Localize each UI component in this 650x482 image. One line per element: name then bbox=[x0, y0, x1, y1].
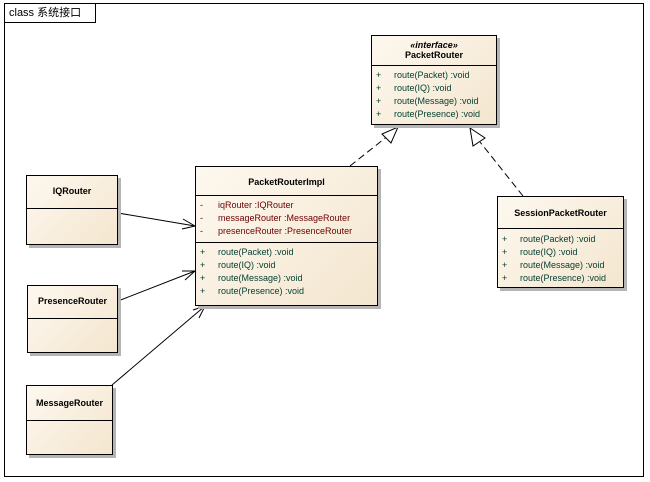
operation-row: +route(IQ) :void bbox=[376, 83, 452, 93]
operation-row: +route(Presence) :void bbox=[376, 109, 481, 119]
class-packet-router[interactable]: «interface» PacketRouter +route(Packet) … bbox=[371, 35, 497, 125]
operation-row: +route(Presence) :void bbox=[502, 273, 607, 283]
attribute-row: -iqRouter :IQRouter bbox=[200, 200, 294, 210]
realization-impl-to-packetrouter[interactable] bbox=[349, 134, 390, 167]
operation-row: +route(Packet) :void bbox=[376, 70, 470, 80]
class-name: PacketRouter bbox=[404, 50, 464, 60]
realization-arrowhead-right bbox=[469, 126, 486, 147]
association-iqrouter-to-impl[interactable] bbox=[117, 212, 196, 227]
association-arrowhead-message bbox=[192, 305, 206, 319]
attribute-row: -presenceRouter :PresenceRouter bbox=[200, 226, 353, 236]
association-messagerouter-to-impl[interactable] bbox=[111, 305, 206, 386]
class-name: IQRouter bbox=[52, 186, 92, 196]
frame-title: class 系统接口 bbox=[5, 4, 97, 23]
association-presencerouter-to-impl[interactable] bbox=[117, 270, 196, 302]
operation-row: +route(Message) :void bbox=[376, 96, 479, 106]
operations-list: +route(Packet) :void +route(IQ) :void +r… bbox=[498, 229, 623, 285]
class-name: SessionPacketRouter bbox=[514, 208, 607, 218]
operation-row: +route(Packet) :void bbox=[200, 247, 294, 257]
operation-row: +route(Presence) :void bbox=[200, 286, 305, 296]
class-message-router[interactable]: MessageRouter bbox=[26, 385, 113, 455]
class-session-packet-router[interactable]: SessionPacketRouter +route(Packet) :void… bbox=[497, 196, 624, 288]
stereotype-label: «interface» bbox=[410, 40, 458, 50]
class-name: MessageRouter bbox=[35, 398, 104, 408]
operation-row: +route(IQ) :void bbox=[502, 247, 578, 257]
attribute-row: -messageRouter :MessageRouter bbox=[200, 213, 351, 223]
realization-arrowhead-left bbox=[381, 126, 399, 144]
class-name: PacketRouterImpl bbox=[248, 177, 325, 187]
realization-session-to-packetrouter[interactable] bbox=[479, 141, 524, 197]
class-iq-router[interactable]: IQRouter bbox=[26, 175, 118, 245]
operation-row: +route(Message) :void bbox=[200, 273, 303, 283]
operations-list: +route(Packet) :void +route(IQ) :void +r… bbox=[372, 66, 496, 121]
operation-row: +route(IQ) :void bbox=[200, 260, 276, 270]
class-packet-router-impl[interactable]: PacketRouterImpl -iqRouter :IQRouter -me… bbox=[195, 166, 378, 306]
attributes-list: -iqRouter :IQRouter -messageRouter :Mess… bbox=[196, 196, 377, 238]
operation-row: +route(Message) :void bbox=[502, 260, 605, 270]
operation-row: +route(Packet) :void bbox=[502, 234, 596, 244]
operations-list: +route(Packet) :void +route(IQ) :void +r… bbox=[196, 243, 377, 298]
class-presence-router[interactable]: PresenceRouter bbox=[27, 285, 118, 353]
class-name: PresenceRouter bbox=[37, 296, 108, 306]
